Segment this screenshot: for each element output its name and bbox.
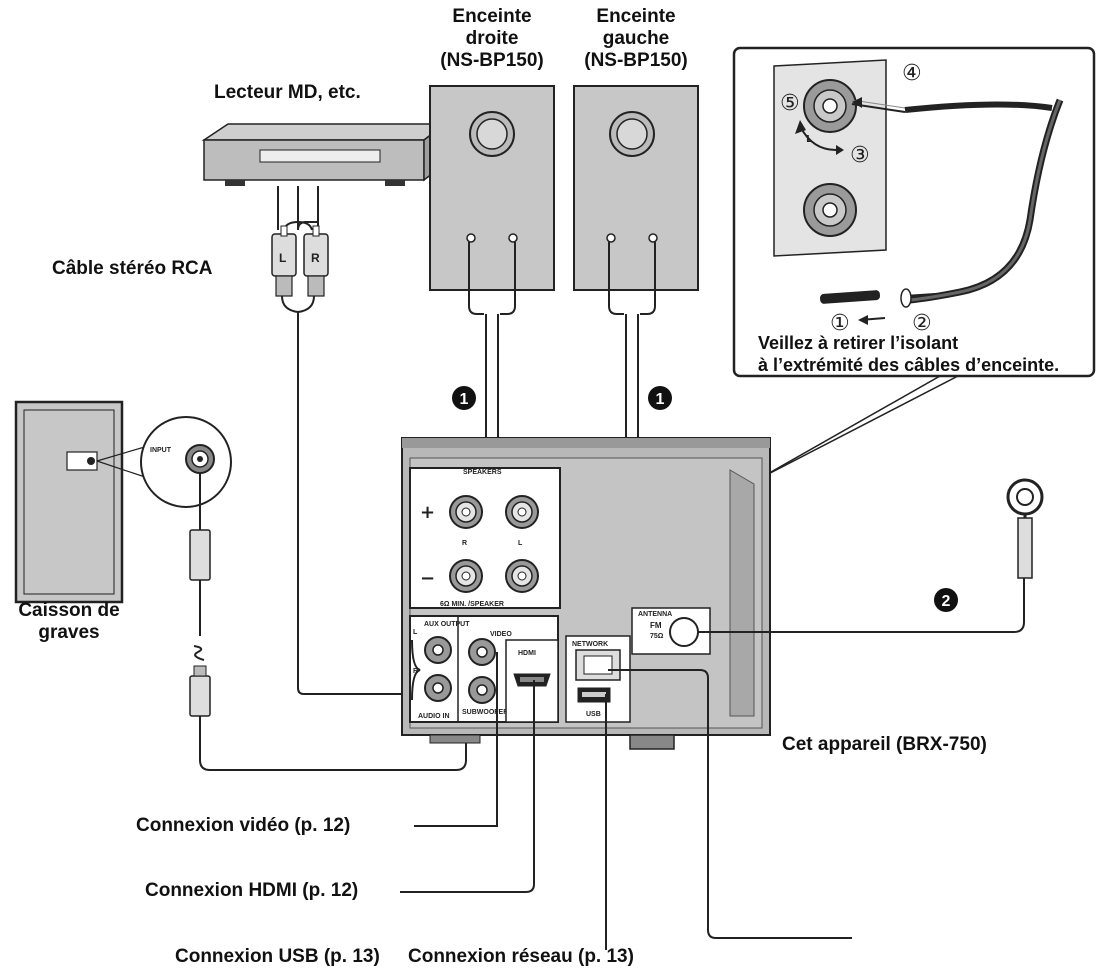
svg-text:L: L — [806, 134, 813, 145]
md-player — [201, 122, 448, 186]
panel-l-mark: L — [518, 540, 523, 547]
sub-plug-top — [189, 529, 211, 581]
rca-plug-r — [303, 225, 329, 297]
usb-connection-label: Connexion USB (p. 13) — [175, 946, 380, 967]
usb-port-label: USB — [586, 711, 601, 718]
subwoofer-cable — [193, 472, 467, 771]
rca-cable — [277, 186, 412, 695]
step-1: ① — [830, 311, 850, 336]
network-usb-block — [565, 635, 631, 723]
marker-2: 2 — [934, 588, 958, 612]
aux-r-mark: R — [413, 668, 418, 675]
svg-text:1: 1 — [656, 391, 665, 408]
step-5: ⑤ — [780, 91, 800, 116]
sub-input-label: INPUT — [150, 447, 172, 454]
step-3: ③ — [850, 143, 870, 168]
svg-text:1: 1 — [460, 391, 469, 408]
md-player-label: Lecteur MD, etc. — [214, 82, 361, 103]
video-connection-label: Connexion vidéo (p. 12) — [136, 815, 351, 836]
fm-label: FM — [650, 621, 662, 630]
antenna-label: ANTENNA — [638, 611, 672, 618]
marker-1-left: 1 — [452, 386, 476, 410]
rca-cable-label: Câble stéréo RCA — [52, 258, 213, 279]
speakers-panel-label: SPEAKERS — [463, 469, 502, 476]
subwoofer-label: Caisson de graves — [18, 600, 120, 643]
antenna-block — [631, 607, 711, 655]
subwoofer-box — [14, 400, 149, 604]
left-speaker — [573, 85, 699, 291]
aux-output-label: AUX OUTPUT — [424, 621, 470, 628]
marker-1-right: 1 — [648, 386, 672, 410]
hdmi-connection-label: Connexion HDMI (p. 12) — [145, 880, 359, 901]
speaker-ohm-label: 6Ω MIN. /SPEAKER — [440, 601, 504, 608]
fm-ohm-label: 75Ω — [650, 633, 664, 640]
fm-antenna — [698, 478, 1044, 633]
minus-sign: − — [420, 568, 435, 589]
hdmi-port-block — [505, 639, 559, 723]
hdmi-port-label: HDMI — [518, 650, 536, 657]
aux-l-mark: L — [413, 629, 418, 636]
network-connection-label: Connexion réseau (p. 13) — [408, 946, 634, 967]
subwoofer-input-zoom — [140, 416, 232, 508]
video-label: VIDEO — [490, 631, 512, 638]
network-port-label: NETWORK — [572, 641, 608, 648]
subwoofer-out-label: SUBWOOFER — [462, 709, 508, 716]
panel-r-mark: R — [462, 540, 467, 547]
right-speaker — [429, 85, 555, 291]
step-2: ② — [912, 311, 932, 336]
speakers-terminal-block — [409, 467, 561, 609]
rca-plug-r-label: R — [311, 251, 320, 265]
plus-sign: + — [420, 502, 435, 523]
this-unit-label: Cet appareil (BRX-750) — [782, 734, 987, 755]
sub-plug-bottom — [189, 675, 211, 717]
rca-plug-l — [271, 225, 297, 297]
rca-plug-l-label: L — [279, 251, 286, 265]
speaker-wire-inset: L ⑤ ④ ③ ① ② — [732, 46, 1096, 378]
left-speaker-label: Enceinte gauche (NS-BP150) — [584, 6, 688, 71]
audio-in-label: AUDIO IN — [418, 713, 450, 720]
right-speaker-label: Enceinte droite (NS-BP150) — [440, 6, 544, 71]
leader-lines — [400, 652, 852, 950]
step-4: ④ — [902, 61, 922, 86]
insulation-note: Veillez à retirer l’isolant à l’extrémit… — [758, 333, 1060, 375]
svg-text:2: 2 — [942, 593, 951, 610]
